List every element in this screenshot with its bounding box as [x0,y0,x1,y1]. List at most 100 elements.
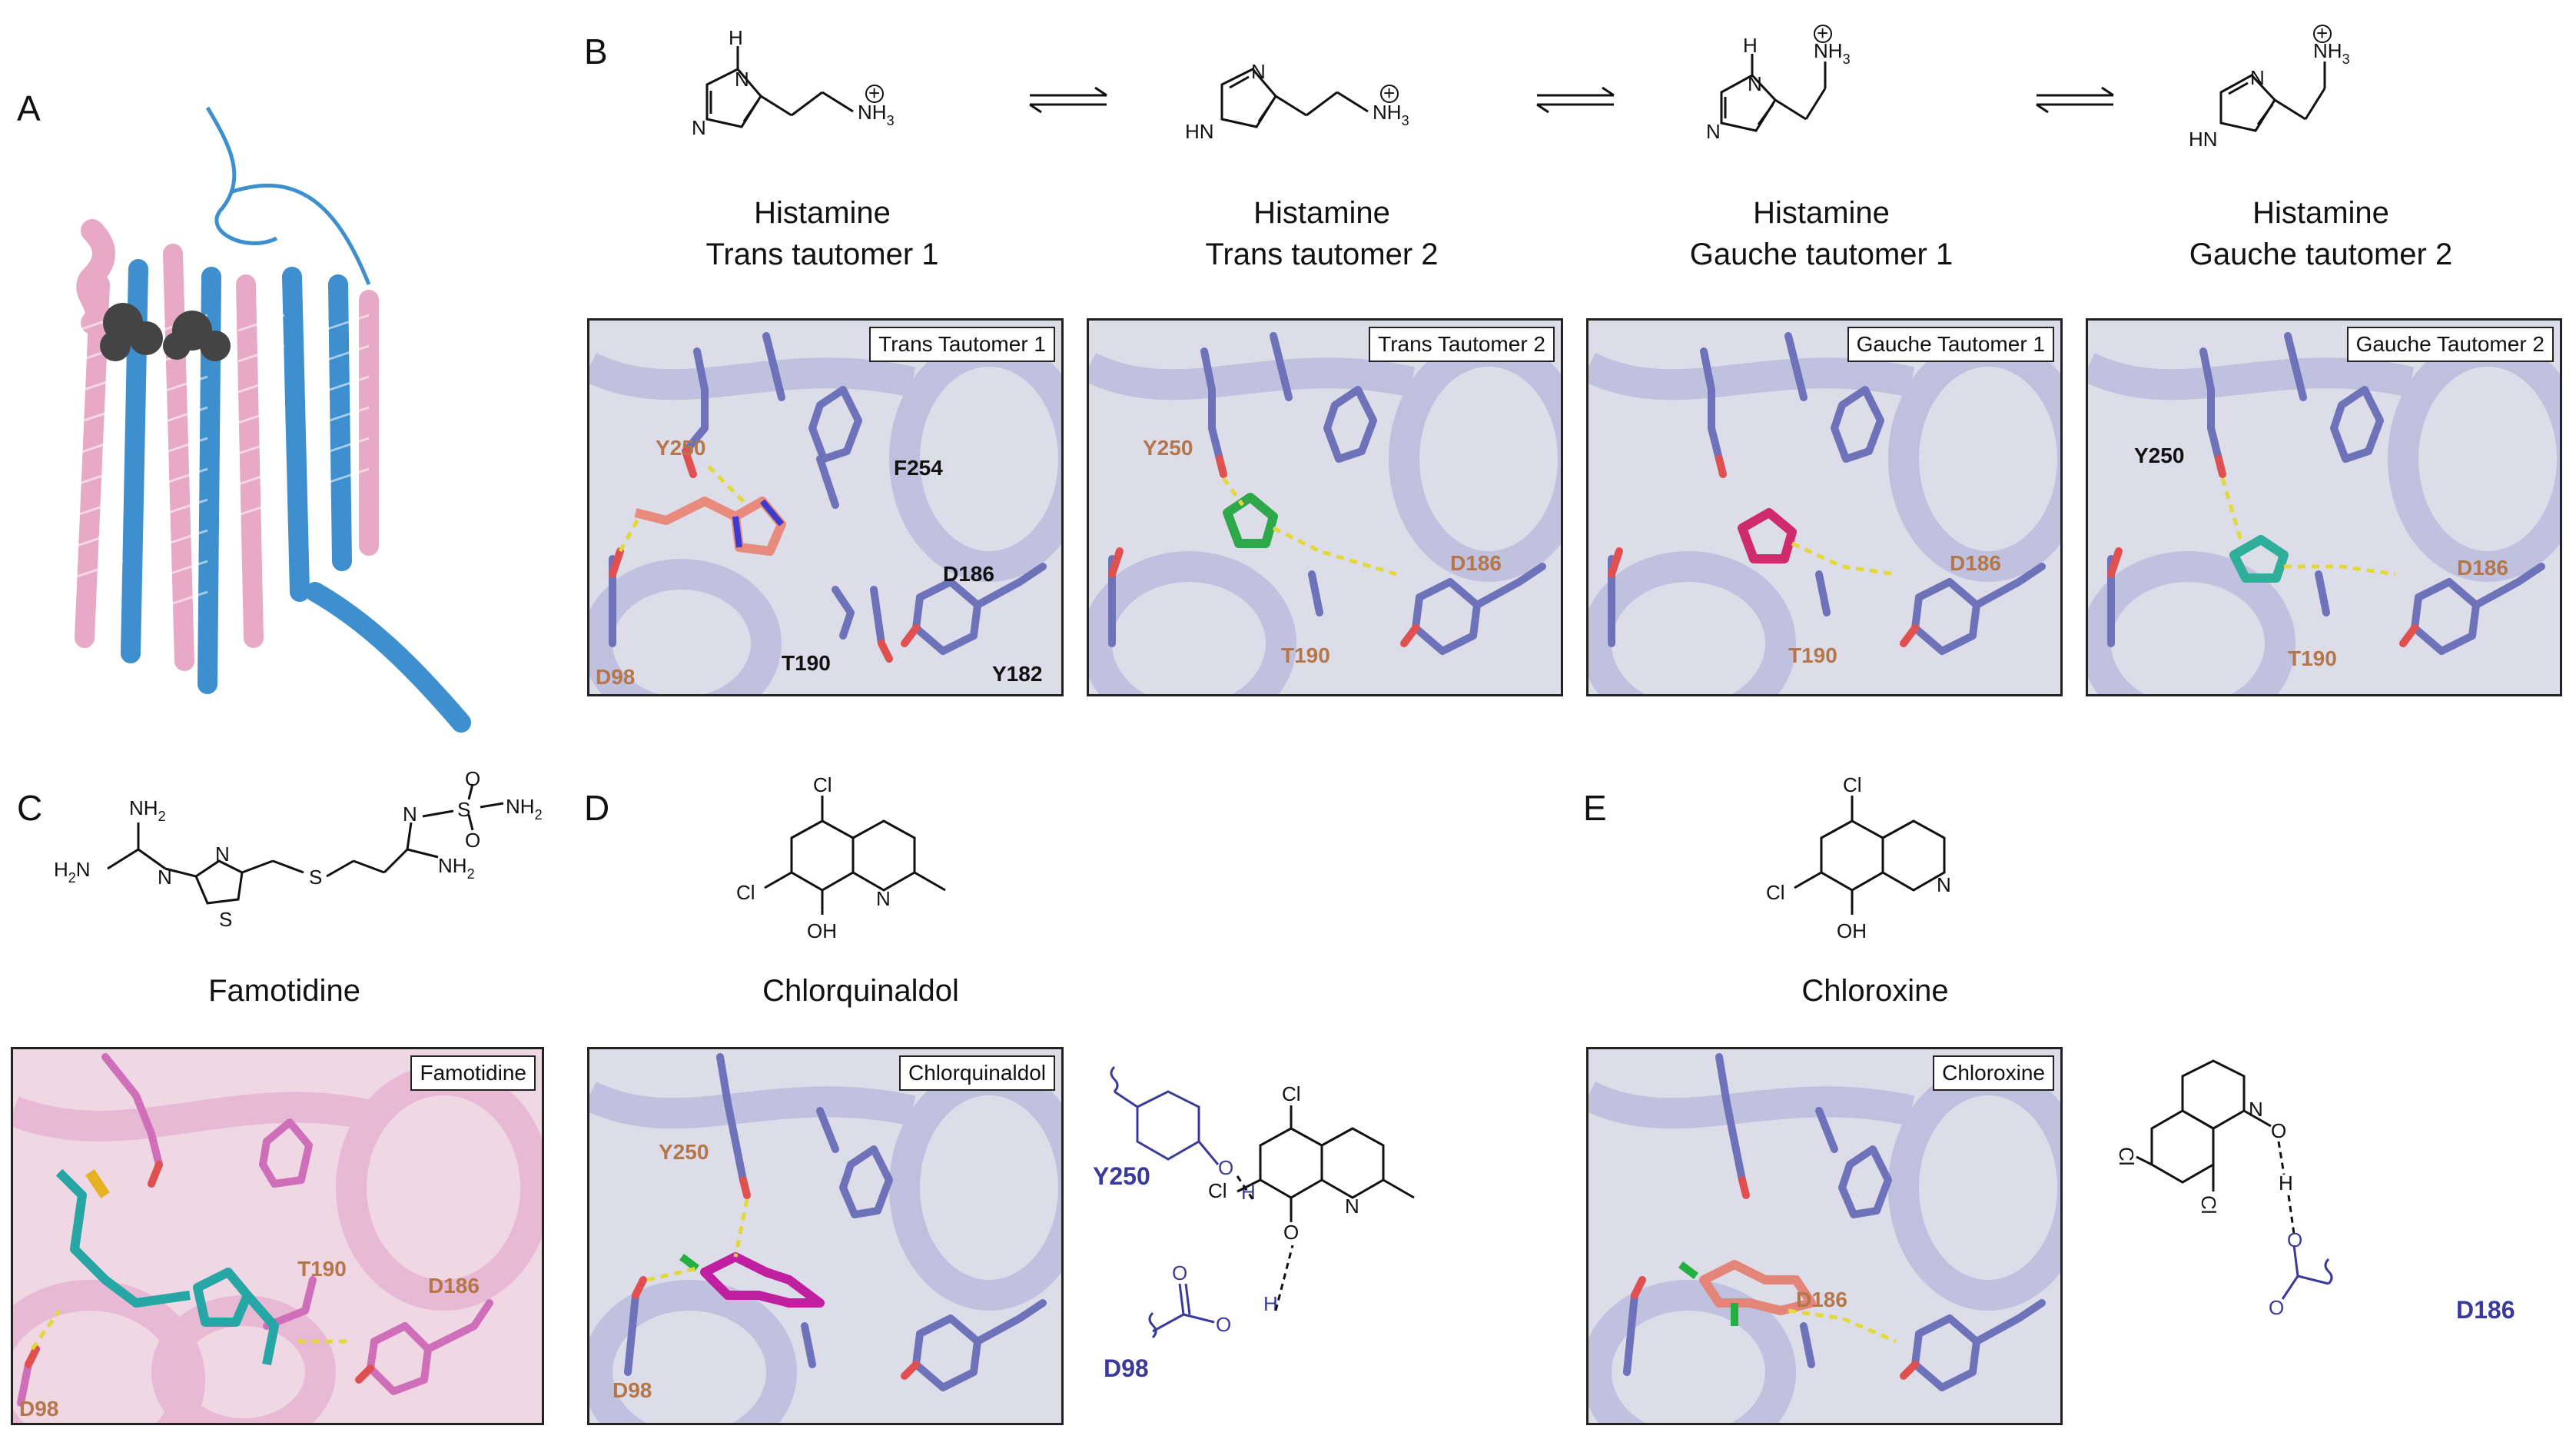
histamine-gauche1-title-line1: Histamine [1753,196,1890,230]
svg-text:Cl: Cl [2197,1195,2220,1215]
pose-label-trans2: Trans Tautomer 2 [1369,327,1555,362]
svg-text:H: H [729,26,743,49]
histamine-gauche1-title: Histamine Gauche tautomer 1 [1660,192,1983,275]
svg-text:O: O [465,767,480,790]
svg-text:N: N [735,68,749,91]
svg-text:+: + [1817,22,1828,45]
schematic-label-d98: D98 [1104,1354,1149,1382]
svg-text:O: O [2287,1228,2302,1251]
residue-y250-trans1: Y250 [656,436,706,460]
pose-render-trans2 [1089,332,1561,694]
panel-label-a: A [17,88,41,128]
chloroxine-structure: Cl Cl OH N [1766,773,1951,942]
svg-text:N: N [158,866,172,889]
pose-frame-gauche1: Gauche Tautomer 1 D186 T190 [1586,318,2063,696]
svg-text:N: N [2249,1098,2263,1121]
svg-text:Cl: Cl [736,881,755,904]
residue-d186-trans2: D186 [1450,551,1502,575]
svg-text:N: N [1706,120,1721,143]
panel-label-e: E [1583,788,1607,828]
pose-label-famotidine: Famotidine [410,1055,536,1091]
histamine-gauche1-title-line2: Gauche tautomer 1 [1689,238,1954,271]
residue-y250-chlorquinaldol: Y250 [659,1140,709,1164]
chlorquinaldol-title: Chlorquinaldol [762,974,959,1008]
svg-text:+: + [868,81,880,105]
residue-d98-famotidine: D98 [19,1397,59,1421]
famotidine-structure: NH2 H2N N N S S N S O O NH2 NH2 [54,767,543,931]
panel-label-b: B [584,32,608,71]
svg-text:HN: HN [2189,128,2218,151]
svg-text:OH: OH [1837,919,1867,942]
histamine-trans1-title: Histamine Trans tautomer 1 [661,192,984,275]
histamine-trans1-title-line1: Histamine [754,196,891,230]
residue-y250-gauche2: Y250 [2134,444,2185,467]
svg-text:H: H [1743,34,1758,57]
equilibrium-arrow-3 [2036,86,2114,114]
residue-t190-gauche2: T190 [2288,646,2337,670]
svg-text:N: N [1345,1195,1359,1218]
svg-text:H: H [2279,1171,2293,1195]
equilibrium-arrow-2 [1536,86,1615,114]
chloroxine-interaction-schematic: N O Cl Cl H O O [2115,1059,2333,1319]
svg-text:+: + [1383,81,1395,105]
svg-text:Cl: Cl [1843,773,1862,796]
pose-frame-chlorquinaldol: Chlorquinaldol Y250 D98 [587,1047,1064,1425]
svg-text:O: O [2271,1119,2286,1142]
pose-label-gauche2: Gauche Tautomer 2 [2346,327,2554,362]
svg-text:O: O [1283,1221,1299,1244]
svg-text:O: O [2269,1296,2284,1319]
histamine-trans1-title-line2: Trans tautomer 1 [705,238,939,271]
histamine-gauche2-structure: N HN NH3 + [2189,22,2350,151]
residue-t190-trans2: T190 [1281,643,1330,667]
svg-text:Cl: Cl [1282,1082,1301,1105]
residue-t190-trans1: T190 [782,651,831,675]
histamine-trans2-title: Histamine Trans tautomer 2 [1160,192,1483,275]
histamine-trans1-structure: H N N NH3 + [692,26,895,139]
schematic-label-d186: D186 [2456,1296,2515,1324]
pose-render-chlorquinaldol [589,1053,1061,1423]
histamine-gauche2-title: Histamine Gauche tautomer 2 [2159,192,2482,275]
chlorquinaldol-structure: Cl Cl OH N [736,773,946,942]
residue-f254-trans1: F254 [894,456,943,480]
svg-text:N: N [2250,66,2265,89]
chloroxine-title: Chloroxine [1801,974,1949,1008]
svg-text:N: N [876,887,891,910]
svg-text:N: N [1748,72,1762,95]
svg-text:O: O [465,829,480,852]
panel-label-c: C [17,788,43,828]
svg-text:O: O [1172,1261,1187,1284]
pose-label-chlorquinaldol: Chlorquinaldol [898,1055,1055,1091]
equilibrium-arrow-1 [1029,86,1107,114]
pose-frame-chloroxine: Chloroxine D186 [1586,1047,2063,1425]
pose-frame-gauche2: Gauche Tautomer 2 Y250 D186 T190 [2086,318,2562,696]
histamine-gauche1-structure: H N N NH3 + [1706,22,1851,143]
svg-text:+: + [2316,22,2328,45]
svg-text:S: S [309,866,322,889]
svg-text:H2N: H2N [54,858,91,886]
residue-d186-trans1: D186 [943,562,994,586]
histamine-trans2-structure: N HN NH3 + [1185,60,1409,143]
svg-text:S: S [219,908,232,931]
residue-t190-famotidine: T190 [297,1257,347,1281]
svg-text:N: N [1937,873,1951,896]
svg-text:O: O [1216,1313,1231,1336]
svg-text:NH2: NH2 [129,796,166,824]
svg-text:N: N [215,842,230,866]
residue-d186-famotidine: D186 [428,1274,480,1298]
residue-d98-chlorquinaldol: D98 [612,1378,652,1402]
svg-text:HN: HN [1185,120,1214,143]
svg-text:O: O [1218,1156,1233,1179]
svg-text:N: N [1251,60,1266,83]
residue-d186-gauche2: D186 [2457,556,2508,580]
svg-text:NH2: NH2 [438,854,475,882]
pose-render-gauche1 [1588,332,2060,694]
pose-render-trans1 [589,332,1061,694]
histamine-trans2-title-line2: Trans tautomer 2 [1205,238,1439,271]
famotidine-title: Famotidine [208,974,360,1008]
histamine-trans2-title-line1: Histamine [1253,196,1390,230]
histamine-gauche2-title-line2: Gauche tautomer 2 [2189,238,2453,271]
pose-render-chloroxine [1588,1053,2060,1423]
pose-frame-trans2: Trans Tautomer 2 Y250 D186 T190 [1087,318,1563,696]
residue-y250-trans2: Y250 [1143,436,1193,460]
svg-text:Cl: Cl [813,773,832,796]
